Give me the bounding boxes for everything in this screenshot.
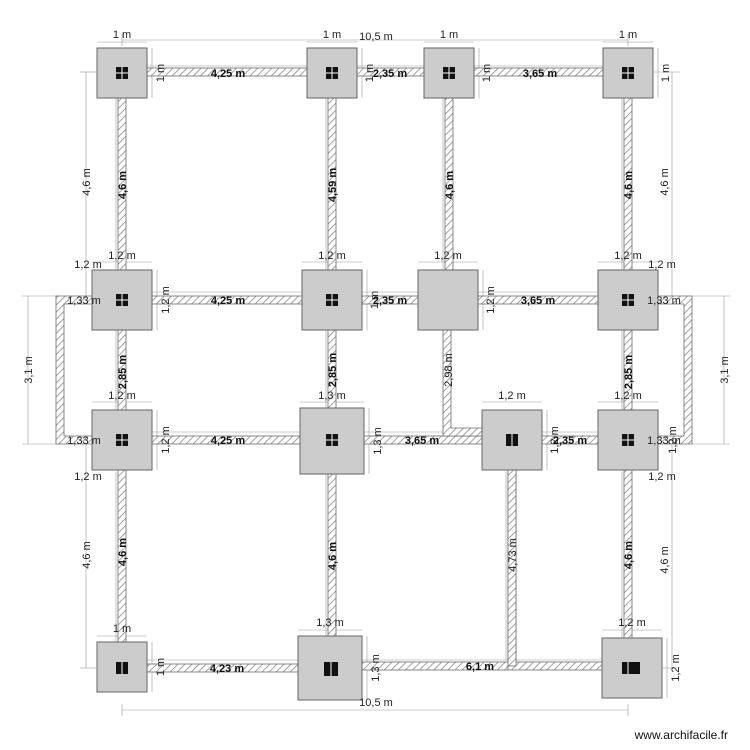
beam-label: 4,6 m (444, 171, 456, 199)
pad-label: 1 m (113, 623, 131, 635)
beam-label: 2,85 m (117, 355, 129, 389)
beam-label: 1,33 m (647, 435, 681, 447)
overall-width-bottom: 10,5 m (359, 697, 393, 709)
pad-label: 1,2 m (549, 426, 561, 454)
beam-label: 4,59 m (327, 168, 339, 202)
beam-label: 6,1 m (466, 661, 494, 673)
beam-label: 4,6 m (327, 542, 339, 570)
pad-label: 1,2 m (434, 250, 462, 262)
pad-label: 1,2 m (648, 259, 676, 271)
watermark-text: www.archifacile.fr (634, 728, 728, 742)
pad-label: 1,2 m (614, 250, 642, 262)
pad-label: 1,2 m (670, 654, 682, 682)
beam-label: 4,6 m (623, 541, 635, 569)
pad-label: 1,2 m (108, 390, 136, 402)
pad-label: 1,3 m (316, 617, 344, 629)
footing-pads (91, 47, 663, 701)
beam-label: 3,65 m (405, 435, 439, 447)
pad-label: 1 m (323, 29, 341, 41)
overall-width-top: 10,5 m (359, 31, 393, 43)
side-dimension: 4,6 m (659, 168, 671, 196)
pad-label: 1,3 m (318, 390, 346, 402)
pad-label: 1,2 m (160, 286, 172, 314)
beam-label: 4,23 m (210, 663, 244, 675)
beam-label: 2,85 m (327, 353, 339, 387)
dimension-labels: 10,5 m 10,5 m 1 m 1 m 1 m 1 m 1,2 m 1,2 … (23, 29, 731, 709)
pad-label: 1,2 m (618, 617, 646, 629)
beam-label: 4,25 m (211, 295, 245, 307)
pad-label: 1,2 m (318, 250, 346, 262)
beam-label: 2,35 m (553, 435, 587, 447)
pad-label: 1 m (155, 64, 167, 82)
beam-label: 3,65 m (523, 68, 557, 80)
side-dimension: 4,6 m (81, 541, 93, 569)
column-cores (116, 67, 640, 676)
beam-label: 1,33 m (67, 435, 101, 447)
pad-r3-c2 (299, 407, 365, 475)
pad-label: 1 m (440, 29, 458, 41)
pad-label: 1 m (619, 29, 637, 41)
pad-label: 1 m (155, 658, 167, 676)
pad-label: 1,2 m (667, 426, 679, 454)
beam-label: 4,6 m (623, 171, 635, 199)
beam-label: 4,73 m (507, 538, 519, 572)
beam-ext-right (657, 295, 693, 445)
pad-label: 1 m (113, 29, 131, 41)
side-dimension: 3,1 m (719, 356, 731, 384)
beam-label: 1,33 m (647, 295, 681, 307)
beam-label: 2,35 m (373, 68, 407, 80)
pad-label: 1,2 m (74, 471, 102, 483)
pad-r2-c3 (417, 269, 479, 331)
beam-label: 2,85 m (623, 355, 635, 389)
pad-label: 1,3 m (370, 654, 382, 682)
beam-label: 2,98 m (443, 353, 455, 387)
beam-label: 4,6 m (117, 171, 129, 199)
pad-r2-c4 (597, 269, 659, 331)
beam-label: 1,33 m (67, 295, 101, 307)
dimension-lines (22, 34, 730, 716)
beam-ext-left (55, 295, 93, 445)
beam-label: 3,65 m (521, 295, 555, 307)
pad-label: 1 m (481, 64, 493, 82)
pad-label: 1,2 m (648, 471, 676, 483)
side-dimension: 3,1 m (23, 356, 35, 384)
pad-label: 1,2 m (485, 286, 497, 314)
beam-label: 4,25 m (211, 68, 245, 80)
pad-label: 1 m (660, 64, 672, 82)
beam-label: 4,25 m (211, 435, 245, 447)
pad-label: 1,3 m (372, 427, 384, 455)
beams (55, 67, 693, 673)
pad-label: 1 m (364, 64, 376, 82)
pad-label: 1 m (369, 291, 381, 309)
pad-label: 1,2 m (160, 426, 172, 454)
beam-label: 2,35 m (373, 295, 407, 307)
side-dimension: 4,6 m (659, 546, 671, 574)
pad-label: 1,2 m (498, 390, 526, 402)
side-dimension: 4,6 m (81, 168, 93, 196)
pad-label: 1,2 m (108, 250, 136, 262)
pad-label: 1,2 m (74, 259, 102, 271)
beam-label: 4,6 m (117, 538, 129, 566)
pad-label: 1,2 m (614, 390, 642, 402)
